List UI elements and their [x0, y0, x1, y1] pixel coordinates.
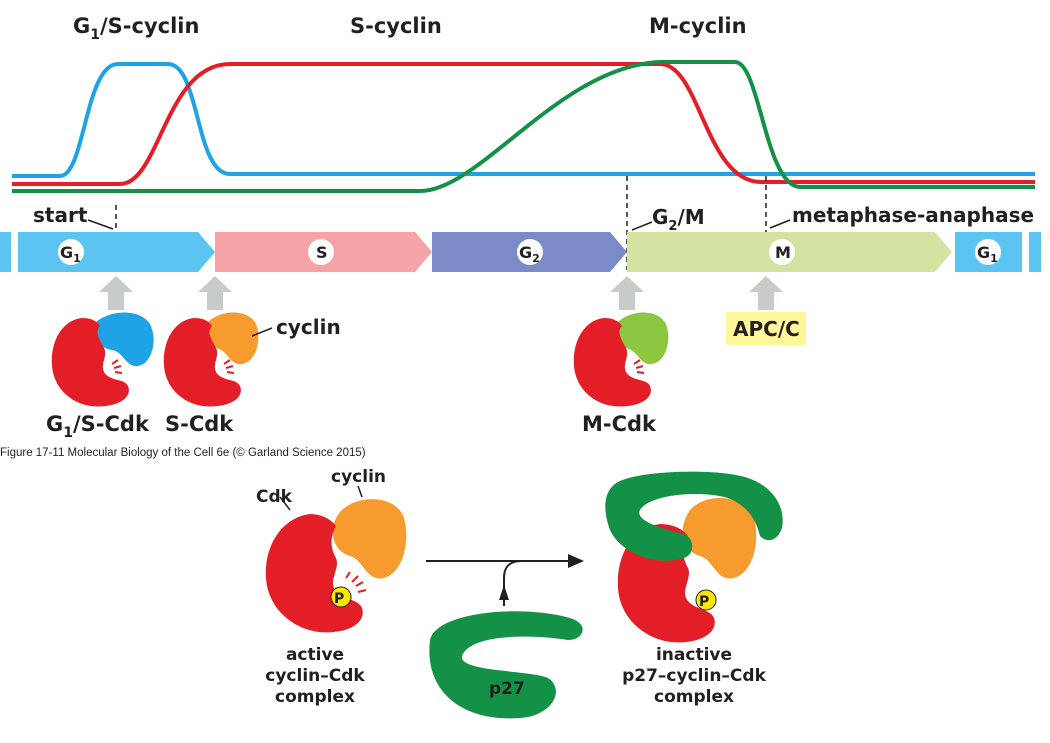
g1s-cdk-complex — [51, 312, 154, 407]
active-cdk-label: Cdk — [256, 487, 293, 507]
active-cyclin-shape — [332, 499, 407, 579]
m-cyclin-label: M-cyclin — [649, 14, 747, 38]
g2m-label: G2/M — [652, 205, 705, 234]
s-cdk-shape — [163, 318, 241, 407]
inactive-phospho-label: P — [699, 594, 709, 610]
phase-bar — [0, 232, 1041, 272]
s-cyclin-label: S-cyclin — [350, 14, 442, 38]
g1s-cyclin-curve — [12, 62, 1035, 178]
s-cdk-complex — [163, 312, 273, 407]
cyclin-label: cyclin — [276, 315, 341, 339]
m-cdk-shape — [573, 318, 651, 407]
inactive-complex — [605, 471, 783, 643]
p27-label: p27 — [489, 679, 525, 699]
active-complex — [265, 485, 407, 633]
metaphase-anaphase-label: metaphase-anaphase — [792, 203, 1034, 227]
apc-label: APC/C — [733, 317, 800, 341]
m-cdk-complex — [573, 312, 669, 407]
m-cdk-label: M-Cdk — [582, 412, 657, 436]
phase-arrow-g1 — [18, 232, 215, 272]
reaction-arrow — [426, 554, 584, 606]
phase-label-s: S — [316, 243, 328, 262]
apc-box — [726, 312, 806, 345]
cyclin-curves — [12, 60, 1035, 193]
inactive-label-line3: complex — [654, 687, 734, 707]
p27-shape — [429, 611, 583, 719]
inactive-p27-shape — [605, 471, 783, 561]
active-phospho-circle — [330, 586, 352, 608]
s-cdk-label: S-Cdk — [165, 412, 234, 436]
g1s-cyclin-label: G1/S-cyclin — [73, 14, 199, 43]
activation-arrows — [99, 276, 783, 310]
active-label-line1: active — [286, 645, 344, 665]
inactive-label-line1: inactive — [656, 645, 732, 665]
figure-caption: Figure 17-11 Molecular Biology of the Ce… — [0, 447, 366, 459]
active-label-line3: complex — [275, 687, 355, 707]
m-cyclin-curve — [12, 60, 1035, 193]
transition-markers — [87, 176, 791, 270]
inactive-cyclin-shape — [682, 498, 757, 579]
g1s-cyclin-shape — [93, 312, 154, 367]
inactive-label-line2: p27–cyclin–Cdk — [622, 666, 766, 686]
phase-stub-left — [0, 232, 11, 272]
g1s-cdk-label: G1/S-Cdk — [46, 412, 150, 441]
phase-stub-right — [1029, 232, 1041, 272]
inactive-phospho-circle — [695, 589, 717, 611]
active-label-line2: cyclin–Cdk — [265, 666, 365, 686]
active-phospho-label: P — [334, 591, 344, 607]
start-label: start — [33, 203, 88, 227]
g1s-cdk-shape — [51, 318, 129, 407]
active-cyclin-label: cyclin — [331, 467, 386, 487]
s-cyclin-shape — [202, 312, 259, 365]
m-cyclin-shape — [612, 312, 669, 365]
s-cyclin-curve — [12, 62, 1035, 186]
phase-label-m: M — [775, 243, 791, 262]
